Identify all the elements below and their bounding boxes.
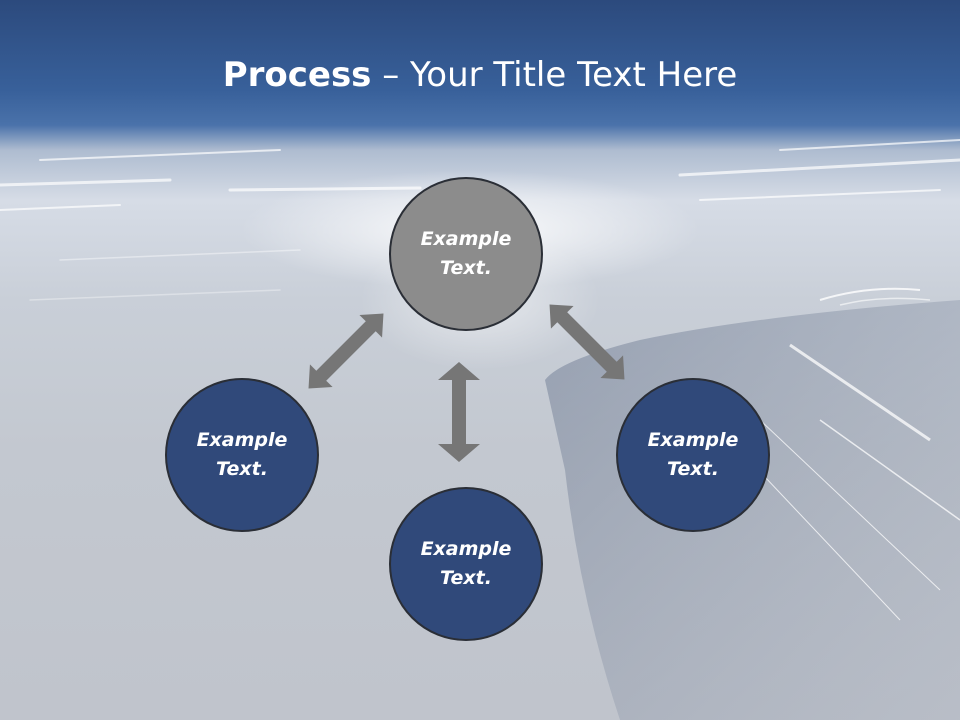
- node-right: Example Text.: [616, 378, 770, 532]
- node-left-text: Example Text.: [196, 429, 288, 480]
- arrow-vertical: [438, 362, 480, 462]
- arrow-top-right: [549, 304, 625, 380]
- node-bottom-text: Example Text.: [420, 538, 512, 589]
- title-bold: Process: [222, 55, 372, 95]
- node-top: Example Text.: [389, 177, 543, 331]
- node-bottom: Example Text.: [389, 487, 543, 641]
- node-left: Example Text.: [165, 378, 319, 532]
- arrow-top-left: [308, 313, 384, 389]
- title-rest: – Your Title Text Here: [371, 55, 738, 95]
- node-right-text: Example Text.: [647, 429, 739, 480]
- node-top-text: Example Text.: [420, 228, 512, 279]
- slide-title: Process – Your Title Text Here: [0, 52, 960, 98]
